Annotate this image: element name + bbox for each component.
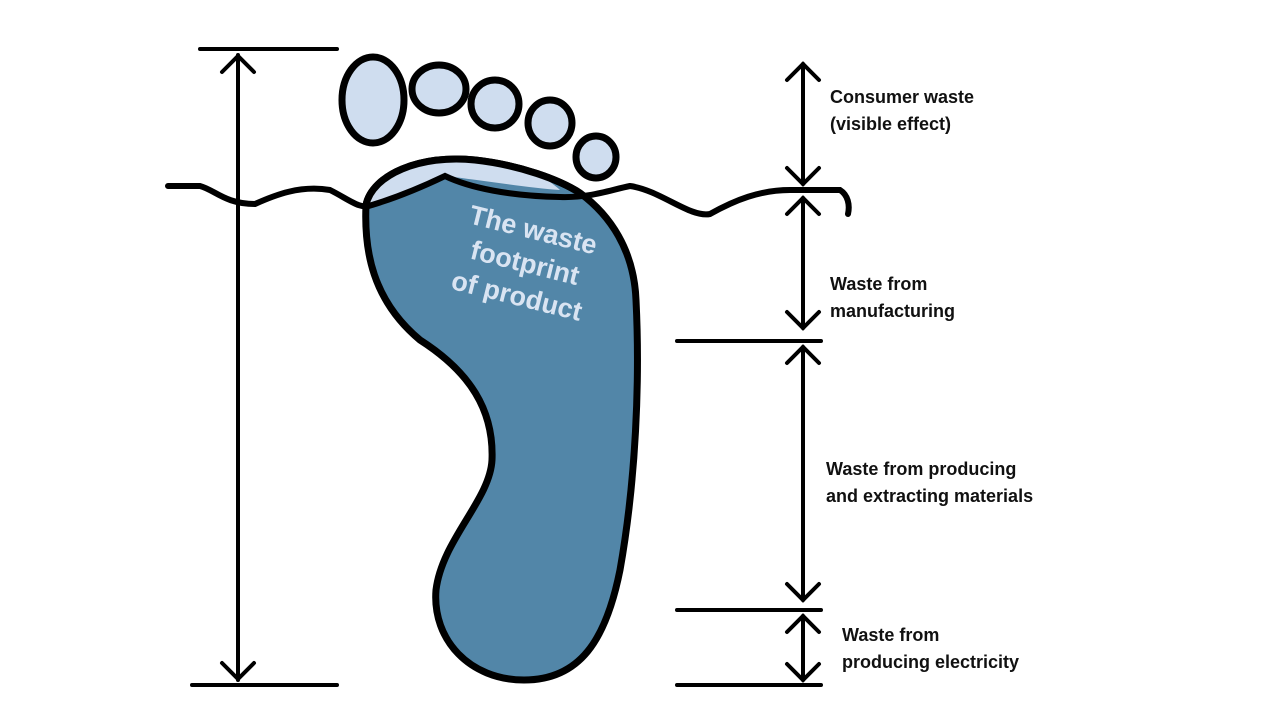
section-arrows xyxy=(675,61,823,687)
manufacturing-arrow xyxy=(785,195,821,331)
materials-line-2: and extracting materials xyxy=(826,486,1034,506)
materials-arrow xyxy=(785,344,821,603)
total-footprint-arrow xyxy=(190,47,339,687)
consumer-waste-line-1: Consumer waste xyxy=(830,87,975,107)
consumer-waste-arrow xyxy=(785,61,821,187)
foot-top-outline xyxy=(362,155,582,206)
manufacturing-line-1: Waste from xyxy=(830,274,928,294)
materials-line-1: Waste from producing xyxy=(826,459,1017,479)
big-toe xyxy=(338,53,408,147)
materials-label: Waste from producing and extracting mate… xyxy=(826,456,1033,510)
ground-line xyxy=(165,172,852,218)
toes xyxy=(338,53,620,182)
electricity-line-1: Waste from xyxy=(842,625,940,645)
consumer-waste-line-2: (visible effect) xyxy=(830,114,952,134)
manufacturing-line-2: manufacturing xyxy=(830,301,956,321)
toe-2 xyxy=(408,61,470,117)
toe-3 xyxy=(467,76,523,132)
foot-visible-top xyxy=(368,157,560,208)
manufacturing-label: Waste from manufacturing xyxy=(830,271,955,325)
consumer-waste-label: Consumer waste (visible effect) xyxy=(830,84,974,138)
electricity-arrow xyxy=(785,613,821,683)
toe-5 xyxy=(572,132,620,182)
electricity-line-2: producing electricity xyxy=(842,652,1020,672)
electricity-label: Waste from producing electricity xyxy=(842,622,1019,676)
toe-4 xyxy=(524,96,576,150)
